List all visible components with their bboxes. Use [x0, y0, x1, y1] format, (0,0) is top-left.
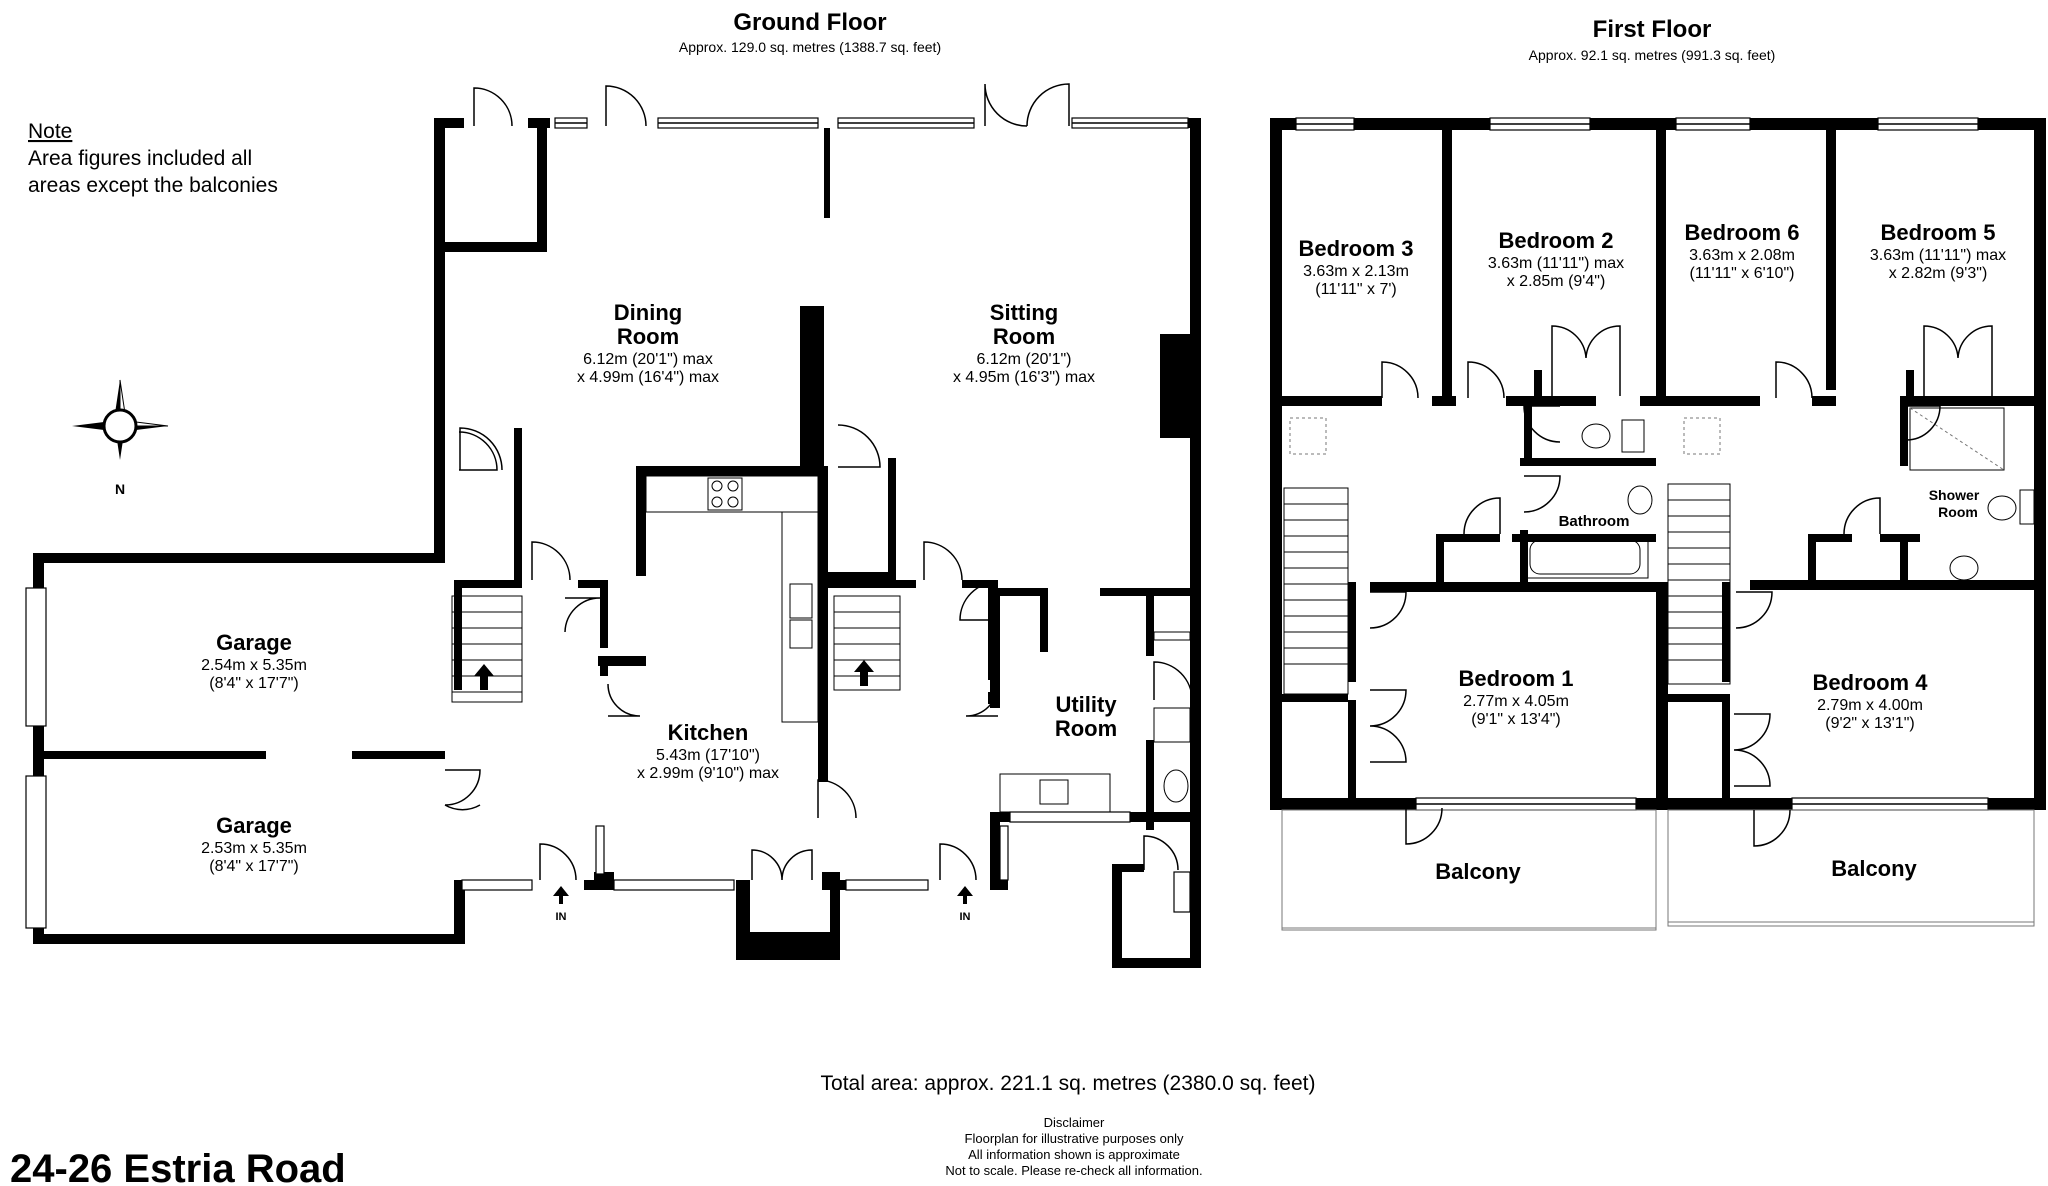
sitting-room-label-1: Sitting [990, 300, 1058, 325]
balcony-1-label: Balcony [1435, 859, 1521, 884]
ground-floor-title: Ground Floor [733, 9, 886, 36]
disclaimer-line-2: All information shown is approximate [968, 1147, 1180, 1162]
bedroom-1-label: Bedroom 1 [1459, 666, 1574, 691]
bedroom-2-label: Bedroom 2 [1499, 228, 1614, 253]
dining-room-label-1: Dining [614, 300, 682, 325]
garage-1-label: Garage [216, 630, 292, 655]
staircase-ground-right [833, 595, 901, 691]
compass-rose-icon [72, 379, 169, 460]
bedroom-4-dim-2: (9'2" x 13'1") [1825, 715, 1915, 732]
garage-2-dim-1: 2.53m x 5.35m [201, 840, 307, 857]
disclaimer-heading: Disclaimer [1044, 1115, 1105, 1130]
garage-1-dim-2: (8'4" x 17'7") [209, 675, 299, 692]
bedroom-2-dim-2: x 2.85m (9'4") [1507, 273, 1606, 290]
note-heading: Note [28, 120, 72, 143]
bedroom-5-dim-1: 3.63m (11'11") max [1870, 247, 2006, 264]
bedroom-2-dim-1: 3.63m (11'11") max [1488, 255, 1624, 272]
kitchen-units [645, 475, 819, 723]
disclaimer-line-3: Not to scale. Please re-check all inform… [945, 1163, 1202, 1178]
bedroom-1-dim-1: 2.77m x 4.05m [1463, 693, 1569, 710]
bedroom-5-dim-2: x 2.82m (9'3") [1889, 265, 1988, 282]
utility-room-label-1: Utility [1055, 692, 1117, 717]
note-line-2: areas except the balconies [28, 174, 278, 197]
sitting-room-dim-2: x 4.95m (16'3") max [953, 369, 1095, 386]
entrance-label-1: IN [556, 911, 567, 923]
bathroom-fixtures [1523, 419, 1653, 579]
bedroom-3-dim-2: (11'11" x 7') [1315, 281, 1396, 298]
entrance-arrow-icon [957, 886, 973, 904]
ground-floor-plan [25, 83, 1201, 968]
sitting-room-dim-1: 6.12m (20'1") [977, 351, 1072, 368]
staircase-ground-left [451, 595, 523, 703]
entrance-arrow-icon [553, 886, 569, 904]
bedroom-5-label: Bedroom 5 [1881, 220, 1996, 245]
bedroom-4-dim-1: 2.79m x 4.00m [1817, 697, 1923, 714]
disclaimer-line-1: Floorplan for illustrative purposes only [965, 1131, 1184, 1146]
dining-room-dim-2: x 4.99m (16'4") max [577, 369, 719, 386]
shower-room-label-1: Shower [1929, 487, 1980, 503]
bedroom-4-label: Bedroom 4 [1813, 670, 1929, 695]
entrance-label-2: IN [960, 911, 971, 923]
garage-2-label: Garage [216, 813, 292, 838]
bedroom-6-label: Bedroom 6 [1685, 220, 1800, 245]
bedroom-3-label: Bedroom 3 [1299, 236, 1414, 261]
note-line-1: Area figures included all [28, 147, 252, 170]
bedroom-6-dim-1: 3.63m x 2.08m [1689, 247, 1795, 264]
first-floor-title: First Floor [1593, 16, 1712, 43]
sitting-room-label-2: Room [993, 324, 1055, 349]
compass-north-label: N [115, 481, 125, 497]
kitchen-label: Kitchen [668, 720, 749, 745]
kitchen-dim-2: x 2.99m (9'10") max [637, 765, 779, 782]
staircase-first-left [1283, 487, 1349, 695]
bedroom-6-dim-2: (11'11" x 6'10") [1690, 265, 1795, 282]
kitchen-dim-1: 5.43m (17'10") [656, 747, 760, 764]
ground-floor-area: Approx. 129.0 sq. metres (1388.7 sq. fee… [679, 39, 941, 55]
garage-2-dim-2: (8'4" x 17'7") [209, 858, 299, 875]
bedroom-1-dim-2: (9'1" x 13'4") [1471, 711, 1561, 728]
first-floor-area: Approx. 92.1 sq. metres (991.3 sq. feet) [1529, 47, 1776, 63]
shower-room-label-2: Room [1938, 504, 1978, 520]
bedroom-3-dim-1: 3.63m x 2.13m [1303, 263, 1409, 280]
shower-fixtures [1909, 407, 2035, 581]
bathroom-label: Bathroom [1559, 513, 1630, 530]
property-address: 24-26 Estria Road [10, 1147, 346, 1186]
total-area: Total area: approx. 221.1 sq. metres (23… [821, 1072, 1316, 1095]
first-floor-plan [1270, 117, 2046, 931]
utility-fixtures [999, 631, 1191, 813]
dining-room-label-2: Room [617, 324, 679, 349]
garage-1-dim-1: 2.54m x 5.35m [201, 657, 307, 674]
utility-room-label-2: Room [1055, 716, 1117, 741]
staircase-first-right [1667, 483, 1731, 685]
dining-room-dim-1: 6.12m (20'1") max [583, 351, 713, 368]
balcony-2-label: Balcony [1831, 856, 1917, 881]
